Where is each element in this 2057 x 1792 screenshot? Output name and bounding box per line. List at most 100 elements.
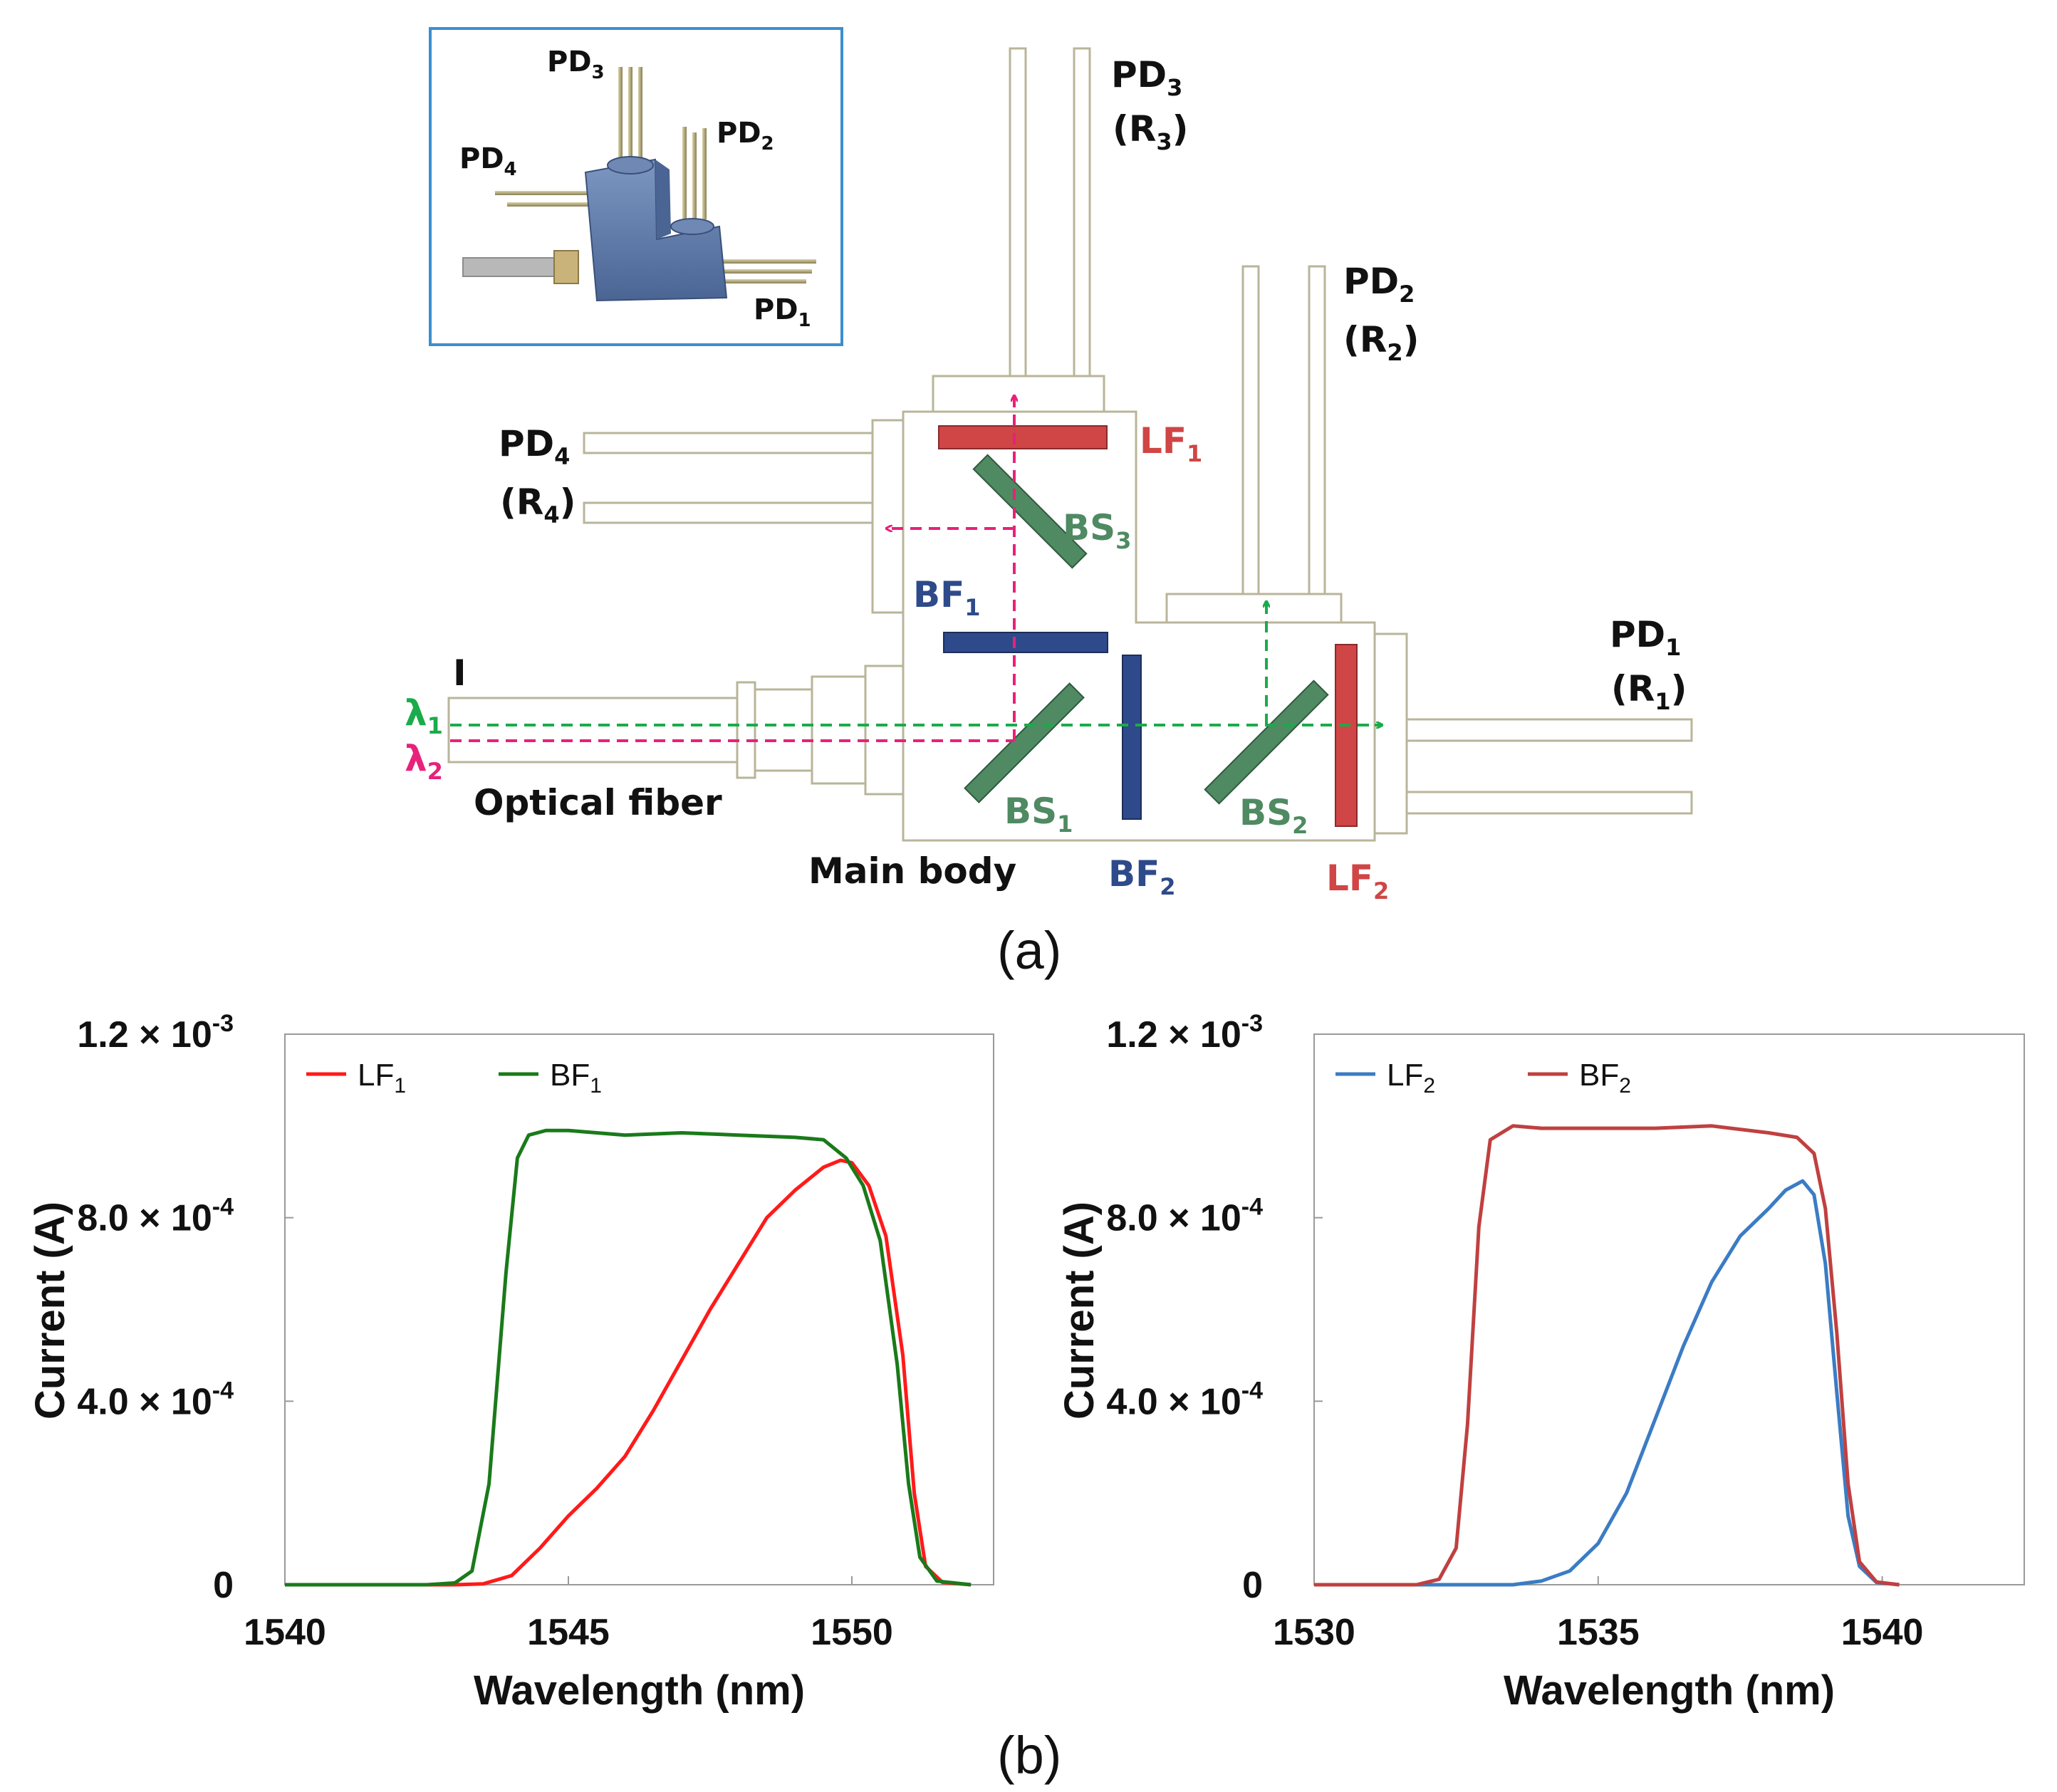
connector-stage-3 xyxy=(864,665,905,796)
inset-pd2-cap xyxy=(670,218,714,235)
lf1-label: LF1 xyxy=(1140,420,1202,467)
inset-pd3-cap xyxy=(607,156,654,174)
lf2-label: LF2 xyxy=(1326,858,1389,905)
optical-fiber-body xyxy=(447,697,739,764)
lf2-filter xyxy=(1335,644,1358,827)
inset-pd3-label: PD3 xyxy=(547,46,605,83)
pd4-label: PD4 xyxy=(499,423,570,470)
x-tick-label: 1545 xyxy=(527,1612,610,1653)
pd1-cap xyxy=(1373,632,1408,835)
chart-lf1-bf1: 0 4.0 × 10-4 8.0 × 10-4 1.2 × 10-3 1540 1545 1… xyxy=(27,1010,994,1714)
y-tick-label: 8.0 × 10-4 xyxy=(1106,1194,1263,1239)
bf2-label: BF2 xyxy=(1108,853,1176,900)
schematic xyxy=(447,47,1693,842)
inset-housing-side xyxy=(655,160,671,239)
lambda1-label: λ1 xyxy=(405,692,443,739)
bs3-label: BS3 xyxy=(1063,507,1131,554)
legend-label: LF2 xyxy=(1387,1058,1435,1098)
y-tick-label: 4.0 × 10-4 xyxy=(1106,1377,1263,1422)
pd2-lead-left xyxy=(1241,265,1260,595)
pd3-cap xyxy=(932,375,1105,413)
inset-pd1-pin xyxy=(712,279,806,283)
inset-pd1-pin xyxy=(712,259,816,264)
bs1-splitter xyxy=(964,682,1085,803)
pd3-label: PD3 xyxy=(1111,54,1182,101)
r2-label: (R2) xyxy=(1343,319,1419,366)
y-axis-title: Current (A) xyxy=(1056,1202,1103,1419)
pd3-lead-right xyxy=(1073,47,1091,377)
y-tick-label: 4.0 × 10-4 xyxy=(77,1377,234,1422)
bs2-label: BS2 xyxy=(1239,792,1308,839)
bf1-label: BF1 xyxy=(913,574,981,621)
inset-pd4-label: PD4 xyxy=(459,142,517,180)
inset-pd1-pin xyxy=(712,269,812,274)
series-line-bf1 xyxy=(285,1128,972,1587)
connector-stage-2 xyxy=(811,675,867,785)
inset-pd3-pin xyxy=(628,67,632,163)
bs3-splitter xyxy=(972,454,1088,569)
y-tick-label: 8.0 × 10-4 xyxy=(77,1194,234,1239)
connector-flange xyxy=(736,681,756,779)
series-line-lf2 xyxy=(1314,1179,1900,1587)
legend-label: BF2 xyxy=(1579,1058,1631,1098)
y-axis-title: Current (A) xyxy=(27,1202,73,1419)
legend-label: BF1 xyxy=(550,1058,602,1098)
x-tick-label: 1550 xyxy=(811,1612,893,1653)
optics xyxy=(938,425,1358,827)
y-tick-label: 1.2 × 10-3 xyxy=(77,1010,234,1056)
bf1-filter xyxy=(943,632,1108,653)
inset-pd2-pin xyxy=(692,132,697,219)
x-axis-title: Wavelength (nm) xyxy=(474,1667,805,1714)
pd3-lead-left xyxy=(1009,47,1027,377)
optical-fiber-label: Optical fiber xyxy=(474,782,722,823)
y-tick-label: 0 xyxy=(1242,1565,1263,1606)
inset-pd4-pin xyxy=(495,191,609,195)
lambda2-label: λ2 xyxy=(405,738,443,785)
inset-pd3-pin xyxy=(638,67,642,163)
x-tick-label: 1540 xyxy=(1841,1612,1924,1653)
main-body-outline xyxy=(902,410,1376,842)
x-tick-label: 1535 xyxy=(1557,1612,1640,1653)
r3-label: (R3) xyxy=(1113,108,1188,155)
pd1-label: PD1 xyxy=(1610,614,1681,661)
pd2-cap xyxy=(1165,593,1343,624)
legend-label: LF1 xyxy=(358,1058,406,1098)
main-body-label: Main body xyxy=(808,850,1016,892)
diagram-labels: PD3 (R3) PD2 (R2) PD4 (R4) PD1 (R1) LF1 … xyxy=(405,54,1687,905)
inset-pd1-label: PD1 xyxy=(754,293,811,331)
pd4-lead-top xyxy=(583,432,874,454)
r1-label: (R1) xyxy=(1611,668,1687,715)
series-line-lf1 xyxy=(285,1158,972,1587)
y-tick-label: 0 xyxy=(213,1565,234,1606)
x-tick-label: 1530 xyxy=(1273,1612,1355,1653)
pd1-lead-bottom xyxy=(1405,791,1693,815)
pd1-lead-top xyxy=(1405,718,1693,742)
inset-pd2-pin xyxy=(702,128,707,219)
inset-pd2-pin xyxy=(682,127,687,219)
inset-3d-render: PD3 PD2 PD4 PD1 xyxy=(429,27,843,346)
inset-pd3-pin xyxy=(618,67,623,163)
bf2-filter xyxy=(1122,655,1142,820)
r4-label: (R4) xyxy=(500,481,576,528)
bs2-splitter xyxy=(1204,679,1329,805)
pd4-lead-bottom xyxy=(583,501,874,524)
plot-frame xyxy=(284,1033,994,1585)
pd2-lead-right xyxy=(1308,265,1326,595)
x-axis-title: Wavelength (nm) xyxy=(1504,1667,1835,1714)
inset-connector xyxy=(553,250,579,284)
inset-pd2-label: PD2 xyxy=(717,117,774,155)
pd4-cap xyxy=(871,419,905,614)
chart-lf2-bf2: 0 4.0 × 10-4 8.0 × 10-4 1.2 × 10-3 1530 1535 1… xyxy=(1056,1010,2025,1714)
inset-fiber xyxy=(462,257,555,277)
x-tick-label: 1540 xyxy=(244,1612,326,1653)
beams xyxy=(450,396,1382,742)
plot-frame xyxy=(1313,1033,2025,1585)
pd2-label: PD2 xyxy=(1343,261,1415,308)
y-tick-label: 1.2 × 10-3 xyxy=(1106,1010,1263,1056)
caption-a: (a) xyxy=(997,921,1061,980)
lf1-filter xyxy=(938,425,1108,449)
caption-b: (b) xyxy=(997,1726,1061,1785)
bs1-label: BS1 xyxy=(1004,791,1073,838)
i-mark-label: I xyxy=(453,652,467,694)
